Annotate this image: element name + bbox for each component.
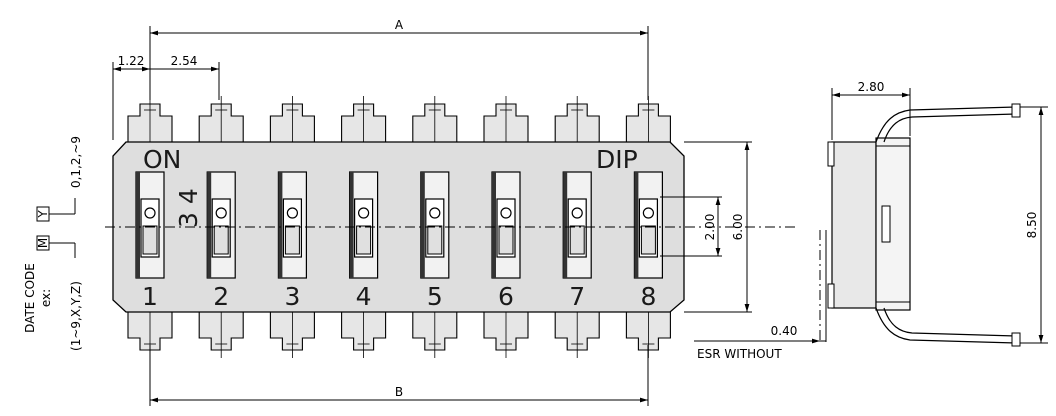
slider-knob bbox=[284, 225, 300, 255]
side-cover bbox=[875, 137, 911, 311]
switch-number: 6 bbox=[498, 282, 514, 311]
slider-dot bbox=[500, 207, 512, 219]
slider-edge bbox=[634, 172, 639, 278]
pitch-dimension: 2.54 bbox=[171, 54, 198, 68]
slider-dot bbox=[642, 207, 655, 219]
slider-dot bbox=[144, 207, 156, 219]
side-view: 2.80 8.50 0.40 ESR WITHOUT bbox=[694, 80, 1048, 361]
slider-dot bbox=[429, 207, 441, 219]
switch-number: 5 bbox=[427, 282, 443, 311]
slider-edge bbox=[420, 172, 425, 278]
slider-edge bbox=[492, 172, 496, 278]
body-height-dimension: 6.00 bbox=[731, 214, 745, 241]
standoff-dimension: 0.40 bbox=[771, 324, 798, 338]
side-width-dimension: 2.80 bbox=[858, 80, 885, 94]
slider-edge bbox=[563, 172, 568, 278]
lower-pins bbox=[127, 311, 671, 358]
pitch-offset-dimension: 1.22 bbox=[118, 54, 145, 68]
slider-edge bbox=[207, 172, 212, 278]
slider-dot bbox=[358, 207, 370, 219]
year-box-label: Y bbox=[36, 210, 50, 219]
esr-note: ESR WITHOUT bbox=[697, 347, 782, 361]
slider-knob bbox=[498, 225, 514, 255]
dimension-a: A bbox=[395, 18, 404, 32]
slider-knob bbox=[569, 225, 585, 255]
switch-number: 1 bbox=[142, 282, 158, 311]
slider-knob bbox=[356, 225, 372, 255]
slider-knob bbox=[142, 225, 158, 255]
on-label: ON bbox=[143, 145, 181, 174]
slider-dot bbox=[571, 207, 583, 219]
year-values: 0,1,2,~9 bbox=[69, 136, 83, 188]
switch-body bbox=[112, 141, 685, 313]
slider-window-dimension: 2.00 bbox=[703, 214, 717, 241]
date-code-title: DATE CODE bbox=[23, 263, 37, 333]
upper-pins bbox=[127, 96, 671, 143]
switch-number: 2 bbox=[213, 282, 229, 311]
dip-label: DIP bbox=[596, 145, 638, 174]
slider-group bbox=[135, 171, 664, 279]
switch-number: 8 bbox=[640, 282, 656, 311]
side-body bbox=[831, 141, 877, 309]
month-values: (1~9,X,Y,Z) bbox=[69, 281, 83, 351]
front-view: ON DIP 3 4 1 2 3 4 5 6 7 8 A B 1.22 2.54 2.00 6… bbox=[105, 18, 795, 406]
slider-edge bbox=[278, 172, 283, 278]
slider-dot bbox=[215, 207, 227, 219]
slider-edge bbox=[349, 172, 354, 278]
switch-number: 3 bbox=[284, 282, 300, 311]
slider-knob bbox=[427, 225, 443, 255]
date-code-example: ex: bbox=[39, 289, 53, 307]
date-code-legend: DATE CODE ex: Y 0,1,2,~9 M (1~9,X,Y,Z) bbox=[23, 136, 83, 351]
slider-knob bbox=[213, 225, 229, 255]
switch-number: 4 bbox=[356, 282, 372, 311]
slider-edge bbox=[136, 172, 140, 278]
dimension-b: B bbox=[395, 385, 403, 399]
slider-knob bbox=[640, 225, 656, 255]
switch-numbers: 1 2 3 4 5 6 7 8 bbox=[142, 282, 656, 311]
month-box-label: M bbox=[36, 238, 50, 248]
switch-number: 7 bbox=[569, 282, 585, 311]
side-height-dimension: 8.50 bbox=[1025, 212, 1039, 239]
slider-dot bbox=[286, 207, 298, 219]
date-code-digits: 3 4 bbox=[174, 188, 203, 228]
